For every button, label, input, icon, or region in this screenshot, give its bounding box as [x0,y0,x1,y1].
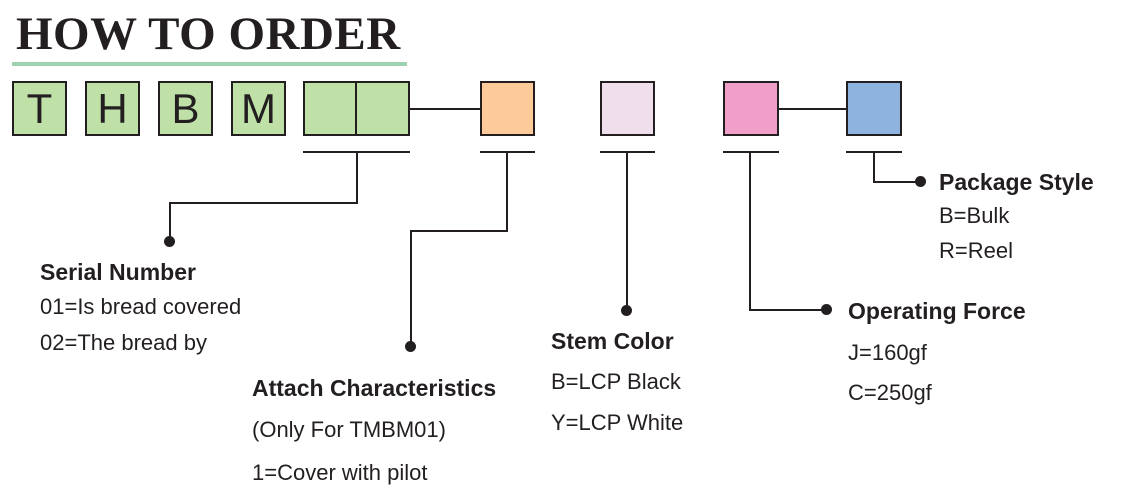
title-underline [12,62,407,66]
operating-force-option: C=250gf [848,380,932,405]
serial-number-option: 01=Is bread covered [40,294,242,319]
stem-color-box [600,81,655,136]
attach-characteristics-note: (Only For TMBM01) [252,417,446,442]
stem-color-leader [626,151,628,309]
attach-leader-dot [405,341,416,352]
operating-force-leader-dot [821,304,832,315]
connector-serial-attach [410,108,480,110]
stem-color-label: Stem Color B=LCP Black Y=LCP White [551,327,683,436]
code-box-letter-1: T [12,81,67,136]
attach-characteristics-box [480,81,535,136]
attach-characteristics-heading: Attach Characteristics [252,375,497,401]
operating-force-option: J=160gf [848,340,927,365]
serial-leader [356,151,358,204]
serial-number-box-divider [355,81,357,136]
operating-force-leader [749,309,824,311]
attach-leader [506,151,508,232]
operating-force-underline [723,151,779,153]
stem-color-option: Y=LCP White [551,410,684,435]
package-style-leader [873,181,919,183]
attach-leader [410,230,412,344]
serial-number-heading: Serial Number [40,259,196,285]
package-style-leader-dot [915,176,926,187]
serial-number-option: 02=The bread by [40,330,207,355]
serial-leader-dot [164,236,175,247]
code-box-letter-2: H [85,81,140,136]
stem-color-option: B=LCP Black [551,369,681,394]
operating-force-label: Operating Force J=160gf C=250gf [848,297,1026,406]
stem-color-leader-dot [621,305,632,316]
operating-force-box [723,81,779,136]
code-box-letter-3: B [158,81,213,136]
attach-characteristics-label: Attach Characteristics (Only For TMBM01)… [252,374,496,486]
serial-leader [169,202,358,204]
attach-leader [410,230,508,232]
package-style-heading: Package Style [939,169,1094,195]
connector-force-package [779,108,846,110]
serial-leader [169,202,171,240]
package-style-box [846,81,902,136]
package-style-option: R=Reel [939,238,1013,263]
attach-characteristics-option: 1=Cover with pilot [252,460,428,485]
package-style-option: B=Bulk [939,203,1010,228]
serial-number-label: Serial Number 01=Is bread covered 02=The… [40,258,241,356]
stem-color-heading: Stem Color [551,328,674,354]
operating-force-leader [749,151,751,311]
page-title: HOW TO ORDER [16,8,401,60]
code-box-letter-4: M [231,81,286,136]
package-style-leader [873,151,875,183]
package-style-label: Package Style B=Bulk R=Reel [939,168,1094,264]
operating-force-heading: Operating Force [848,298,1026,324]
